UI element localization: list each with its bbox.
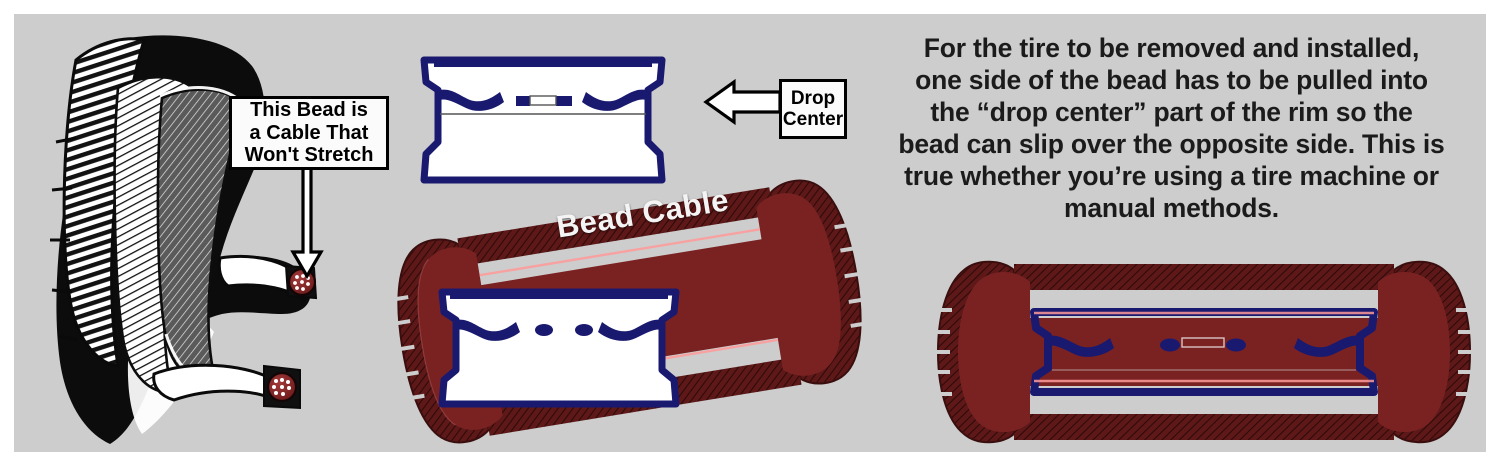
tilted-panel-rim	[438, 288, 680, 408]
tilted-assembly-drawing	[392, 179, 867, 444]
bead-cable-callout: This Bead is a Cable That Won't Stretch	[229, 96, 389, 170]
figure-canvas: This Bead is a Cable That Won't Stretch	[14, 14, 1486, 452]
body-highlight-left	[417, 258, 456, 426]
paragraph-line-5: true whether you’re using a tire machine…	[904, 161, 1439, 192]
left-bead-hump-2	[456, 319, 520, 341]
right-bead-hump-3	[1294, 335, 1360, 357]
tread-notches	[50, 136, 79, 342]
lower-bead-strands	[272, 378, 291, 396]
rim-body-fill	[424, 60, 662, 180]
bead-cable-upper-2	[1027, 311, 1381, 325]
bead-callout-line-3: Won't Stretch	[244, 144, 374, 167]
bead-cable-lower-2	[1027, 379, 1381, 393]
rim-center-detail-3	[1160, 337, 1246, 352]
upper-bead-strands	[293, 274, 310, 291]
left-bead-hump-3	[1048, 335, 1114, 357]
bead-callout-arrow	[290, 154, 324, 280]
rim-center-detail-2	[535, 324, 593, 336]
paragraph-line-2: one side of the bead has to be pulled in…	[915, 65, 1428, 96]
left-tread-notches-2	[934, 308, 952, 396]
rim-body-fill-2	[442, 292, 676, 404]
left-tread-notches	[392, 295, 425, 401]
upper-tread-strip	[457, 187, 774, 266]
right-bead-hump	[582, 89, 646, 111]
panel-seated-assembly	[924, 252, 1484, 452]
right-tread-notches	[834, 222, 867, 328]
rim-cross-section-drawing	[420, 56, 782, 184]
drop-callout-line-2: Center	[782, 109, 844, 130]
panel-tilted-assembly	[384, 164, 894, 452]
lower-tread-strip-2	[1014, 414, 1394, 440]
drop-center-arrow	[703, 78, 782, 126]
paragraph-line-1: For the tire to be removed and installed…	[923, 33, 1420, 63]
cutaway-tire-drawing	[50, 35, 324, 445]
drop-callout-line-1: Drop	[790, 87, 836, 109]
explanatory-paragraph: For the tire to be removed and installed…	[859, 32, 1484, 224]
tire-rubber-body-2	[958, 271, 1450, 433]
drop-center-callout: Drop Center	[779, 79, 847, 139]
panel-cutaway-tire	[14, 14, 344, 452]
lower-bead	[263, 364, 301, 410]
right-bead-hump-2	[598, 319, 662, 341]
bead-callout-line-1: This Bead is	[250, 99, 368, 122]
rim-outline	[420, 56, 666, 184]
bead-cable-upper	[474, 227, 767, 286]
right-tread-notches-2	[1456, 308, 1474, 396]
bead-callout-line-2: a Cable That	[249, 121, 369, 144]
paragraph-line-6: manual methods.	[1064, 193, 1279, 224]
paragraph-line-4: bead can slip over the opposite side. Th…	[898, 129, 1445, 160]
upper-tread-strip-2	[1014, 264, 1394, 290]
rim-center-detail	[516, 95, 572, 106]
left-bead-hump	[440, 89, 504, 111]
seated-assembly-drawing	[934, 260, 1474, 444]
paragraph-line-3: the “drop center” part of the rim so the	[930, 97, 1413, 128]
panel-rim-profile	[404, 34, 784, 194]
